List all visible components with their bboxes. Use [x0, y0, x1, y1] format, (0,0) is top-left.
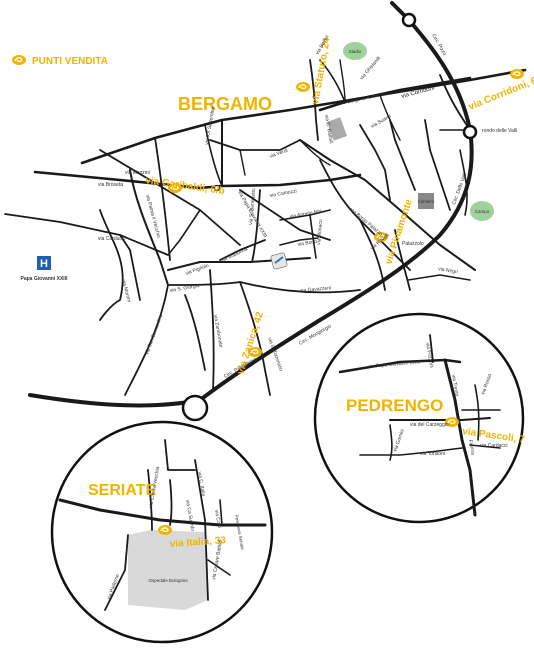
hospital-marker: H Papa Giovanni XXIII: [21, 256, 69, 282]
road-pedrengo-trento: via Trento: [450, 374, 460, 397]
road-battisti: via C. Battisti: [323, 114, 334, 144]
road-monaco: via Monaco: [316, 219, 324, 245]
block-cimitero: [327, 117, 347, 141]
poi-seriate-pescheria: Pescheria Seriate: [234, 514, 245, 550]
road-broseta: via Broseta: [98, 182, 123, 188]
store-logo-icon: [11, 54, 27, 66]
road-angelo-mai: via Angelo Mai: [289, 208, 322, 220]
road-seriate-corti: via Corti: [213, 509, 222, 528]
legend: PUNTI VENDITA: [11, 54, 108, 67]
seriate-inset: SERIATE via Italia, 33 via Clinica Vecch…: [50, 420, 274, 644]
road-palma-vecchio: via Palma il Vecchio: [144, 194, 161, 239]
road-pedrengo-caroli: via Cardacci: [480, 443, 508, 449]
highway-sign: [270, 252, 288, 270]
hospital-area: [128, 530, 208, 610]
pedrengo-inset: PEDRENGO via Pascoli, 7 via Papa Giovann…: [313, 312, 526, 524]
store-pinamonte: via Pinamonte: [383, 198, 415, 266]
road-palazzolo: Palazzolo: [402, 241, 424, 247]
road-moriggia: Circ. Mongiorgio: [298, 323, 333, 347]
road-negri: via Negri: [438, 266, 458, 275]
road-s-benedetto: via S. Benedetto: [248, 188, 257, 225]
bergamo-roads: [4, 1, 527, 408]
pois: Stadio Campo Cimitero: [327, 42, 494, 221]
roundabout-south: [181, 394, 209, 422]
store-garibaldi: via Garibaldi, 6/b: [145, 175, 226, 197]
hospital-name: Papa Giovanni XXIII: [21, 276, 69, 282]
hospital-icon: [37, 256, 51, 270]
road-pedrengo-papa: via Papa Giovanni XXIII: [368, 359, 421, 370]
road-pedrengo-frizzoni: via Frizzoni: [424, 342, 434, 368]
city-pedrengo: PEDRENGO: [346, 396, 443, 415]
roundabout-valli: [462, 124, 478, 140]
store-icon-statuto: [295, 81, 311, 93]
pedrengo-circle: [313, 312, 525, 524]
store-icon-corridoni: [509, 68, 525, 80]
block-gray: [418, 193, 434, 209]
hospital-symbol: H: [40, 258, 48, 270]
poi-parco-label: Campo: [475, 209, 490, 214]
city-seriate: SERIATE: [88, 482, 156, 499]
road-mazzini: via Mazzini: [125, 170, 150, 176]
junction-dot: [213, 184, 221, 192]
road-s-bernardino: via San Bernardino: [144, 313, 164, 355]
poi-stadio-label: Stadio: [349, 49, 362, 54]
road-s-giorgio: via S. Giorgio: [169, 283, 200, 294]
road-seriate-ca-suardo: via Ca Suardo: [184, 499, 195, 531]
road-pedrengo-fiorina: Fiorina: [467, 439, 476, 455]
road-borgo-caterina: via Borgo S. Caterina: [339, 91, 387, 107]
road-suardi: via Suardi: [370, 113, 392, 129]
road-moroni: via Moroni: [120, 279, 132, 303]
road-bono: via Bono: [297, 239, 317, 248]
legend-label: PUNTI VENDITA: [32, 56, 108, 67]
road-carducci: via Carducci: [98, 236, 126, 242]
park-stadio: [343, 42, 367, 60]
store-icon-italia: [157, 524, 173, 536]
road-pedrengo-carzaneggio: via del Carzeggio: [410, 422, 449, 428]
road-ronda: rondo delle Valli: [482, 128, 517, 134]
road-seriate-italia: via C. Italia: [196, 471, 206, 497]
road-ghislandi: via Ghislandi: [359, 55, 382, 81]
city-bergamo: BERGAMO: [178, 94, 272, 114]
road-zambonate: via Zambonate: [212, 314, 224, 348]
poi-seriate-hospital: Ospedale Bolognini: [148, 578, 187, 583]
road-pedrengo-tonsoni: via Tonsoni: [420, 451, 445, 457]
store-italia: via Italia, 33: [169, 535, 226, 550]
poi-cimitero-label: Cimitero: [418, 199, 435, 204]
road-gavazzeni: via Gavazzeni: [300, 285, 332, 294]
roundabout-north: [401, 12, 417, 28]
park-lazzaretto: [470, 201, 494, 221]
road-camozzi: via Camozzi: [269, 188, 297, 199]
